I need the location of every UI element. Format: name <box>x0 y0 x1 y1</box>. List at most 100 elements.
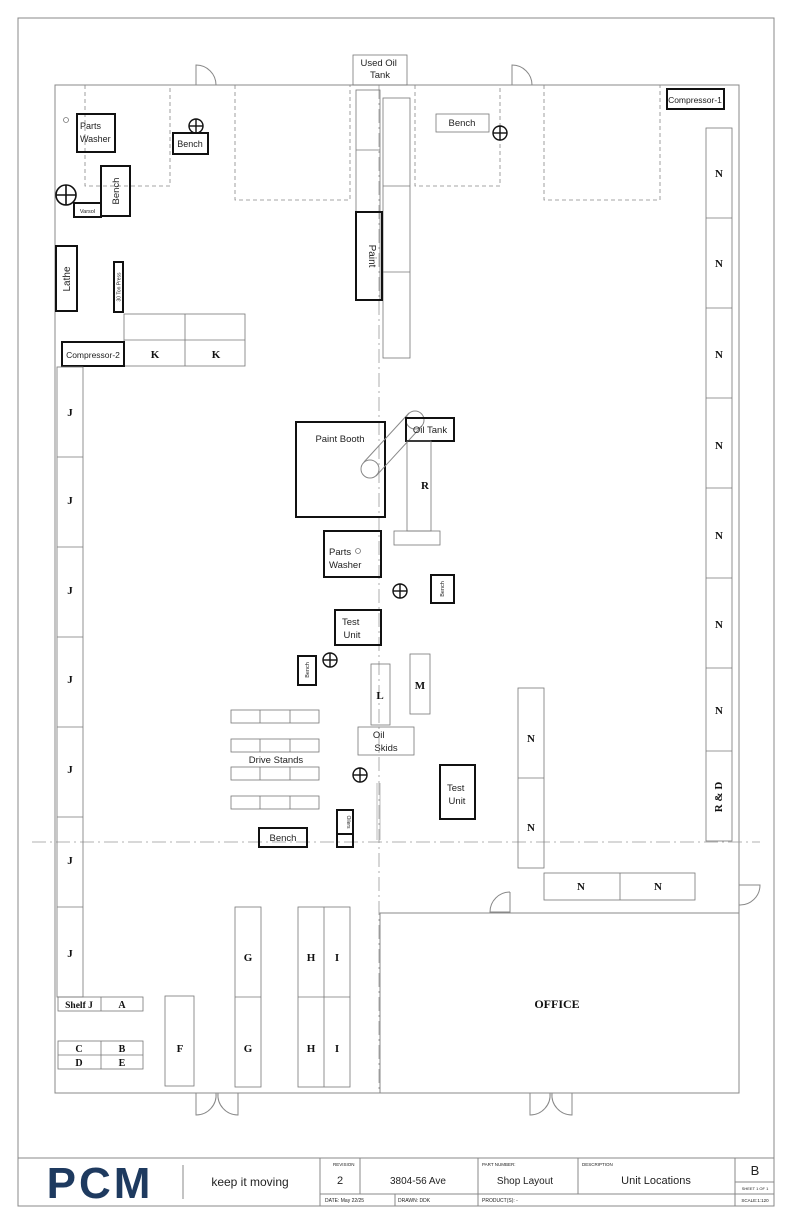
part-number: Shop Layout <box>497 1176 553 1187</box>
zone-g: G <box>244 1043 253 1055</box>
duct <box>375 426 422 477</box>
zone-a: A <box>118 1000 126 1011</box>
bench-small-right <box>430 574 455 604</box>
compressor-2 <box>61 341 125 367</box>
floor-drain-icon <box>322 652 338 668</box>
oil-tank-label: Oil Tank <box>413 425 447 436</box>
revision-label: REVISION <box>333 1162 355 1167</box>
parts-washer-2-label: Parts Washer <box>329 547 361 571</box>
bench-top-right <box>435 113 490 133</box>
floor-drains <box>55 118 508 783</box>
door-arc <box>489 891 511 913</box>
bench-label: Bench <box>305 662 311 678</box>
n-rack-bottom <box>543 872 696 901</box>
door-arc <box>529 1092 551 1116</box>
drain-icon <box>355 548 361 554</box>
door-arc <box>551 1092 573 1116</box>
zone-n: N <box>715 619 723 631</box>
test-unit-label: Test Unit <box>447 783 467 807</box>
paint-label: Paint <box>366 245 377 268</box>
bench-label: Bench <box>440 581 446 597</box>
door-arc <box>195 1092 217 1116</box>
test-unit-right <box>439 764 476 820</box>
drive-stand-row <box>230 766 320 781</box>
drive-stand-row <box>230 795 320 810</box>
duct <box>363 412 410 463</box>
office-label: OFFICE <box>534 997 579 1011</box>
zone-j: J <box>67 674 73 686</box>
door-arc <box>217 1092 239 1116</box>
bench-bottom <box>258 827 308 848</box>
shelf-j-a <box>57 996 144 1012</box>
zone-n: N <box>715 705 723 717</box>
scale: SCALE:1:120 <box>741 1198 769 1203</box>
drawn: DRAWN: DDK <box>398 1198 431 1204</box>
zone-d: D <box>75 1058 82 1069</box>
door-arc <box>738 884 761 906</box>
zone-n: N <box>715 168 723 180</box>
bay-outline <box>543 85 661 201</box>
bay-outline <box>234 85 351 201</box>
tagline: keep it moving <box>211 1175 288 1189</box>
paint-area <box>355 211 383 301</box>
oil-skids-label: Oil Skids <box>373 730 398 754</box>
pcm-logo: PCM <box>47 1159 154 1208</box>
n-rack-outline <box>705 127 733 842</box>
test-unit-label: Test Unit <box>342 617 362 641</box>
used-oil-tank <box>352 54 408 86</box>
building-outline <box>54 84 740 1094</box>
title-block: PCM keep it moving REVISION 2 3804-56 Av… <box>17 1157 775 1208</box>
drive-stand-row <box>230 709 320 724</box>
zone-n: N <box>715 258 723 270</box>
bench-label: Bench <box>270 833 297 844</box>
revision-value: 2 <box>337 1175 343 1187</box>
zone-r: R <box>421 480 430 492</box>
zone-k: K <box>151 349 160 361</box>
zone-k: K <box>212 349 221 361</box>
address: 3804-56 Ave <box>390 1176 446 1187</box>
label-backdrop <box>244 753 310 766</box>
r-rack-base <box>393 530 441 546</box>
door-swings <box>195 64 761 1116</box>
zone-i: I <box>335 1043 339 1055</box>
drain-icon <box>63 117 69 123</box>
zone-h: H <box>307 1043 316 1055</box>
office-room <box>379 912 740 1094</box>
zone-h: H <box>307 952 316 964</box>
top-bays <box>84 85 661 201</box>
paint-booth-label: Paint Booth <box>315 434 364 445</box>
press-label: 30 Ton Press <box>117 272 123 302</box>
compressor-1-label: Compressor-1 <box>668 95 722 105</box>
compressor-2-label: Compressor-2 <box>66 350 120 360</box>
zone-n: N <box>715 440 723 452</box>
floor-drain-icon <box>188 118 204 134</box>
description: Unit Locations <box>621 1175 691 1187</box>
press <box>113 261 124 313</box>
sheet-border <box>17 17 775 1207</box>
f-rack <box>164 995 195 1087</box>
zone-n: N <box>577 881 585 893</box>
size: B <box>751 1163 760 1178</box>
oil-skids <box>357 726 415 756</box>
floor-drain-icon <box>352 767 368 783</box>
oilers <box>336 809 354 848</box>
used-oil-tank-label: Used Oil Tank <box>360 58 399 81</box>
zone-j: J <box>67 407 73 419</box>
floor-drain-icon <box>492 125 508 141</box>
description-label: DESCRIPTION <box>582 1162 613 1167</box>
drive-stands: Drive Stands <box>230 709 320 810</box>
bay-outline <box>84 85 171 187</box>
parts-washer-label: Parts Washer <box>80 121 111 144</box>
zone-j: J <box>67 764 73 776</box>
test-unit-middle <box>334 609 382 646</box>
zone-n: N <box>715 530 723 542</box>
l-rack <box>370 663 391 726</box>
zone-j: J <box>67 495 73 507</box>
zone-e: E <box>119 1058 126 1069</box>
lathe <box>55 245 78 312</box>
zone-m: M <box>415 680 426 692</box>
parts-washer-top-left <box>76 113 116 153</box>
bench-label: Bench <box>177 139 203 149</box>
lathe-label: Lathe <box>62 266 73 291</box>
